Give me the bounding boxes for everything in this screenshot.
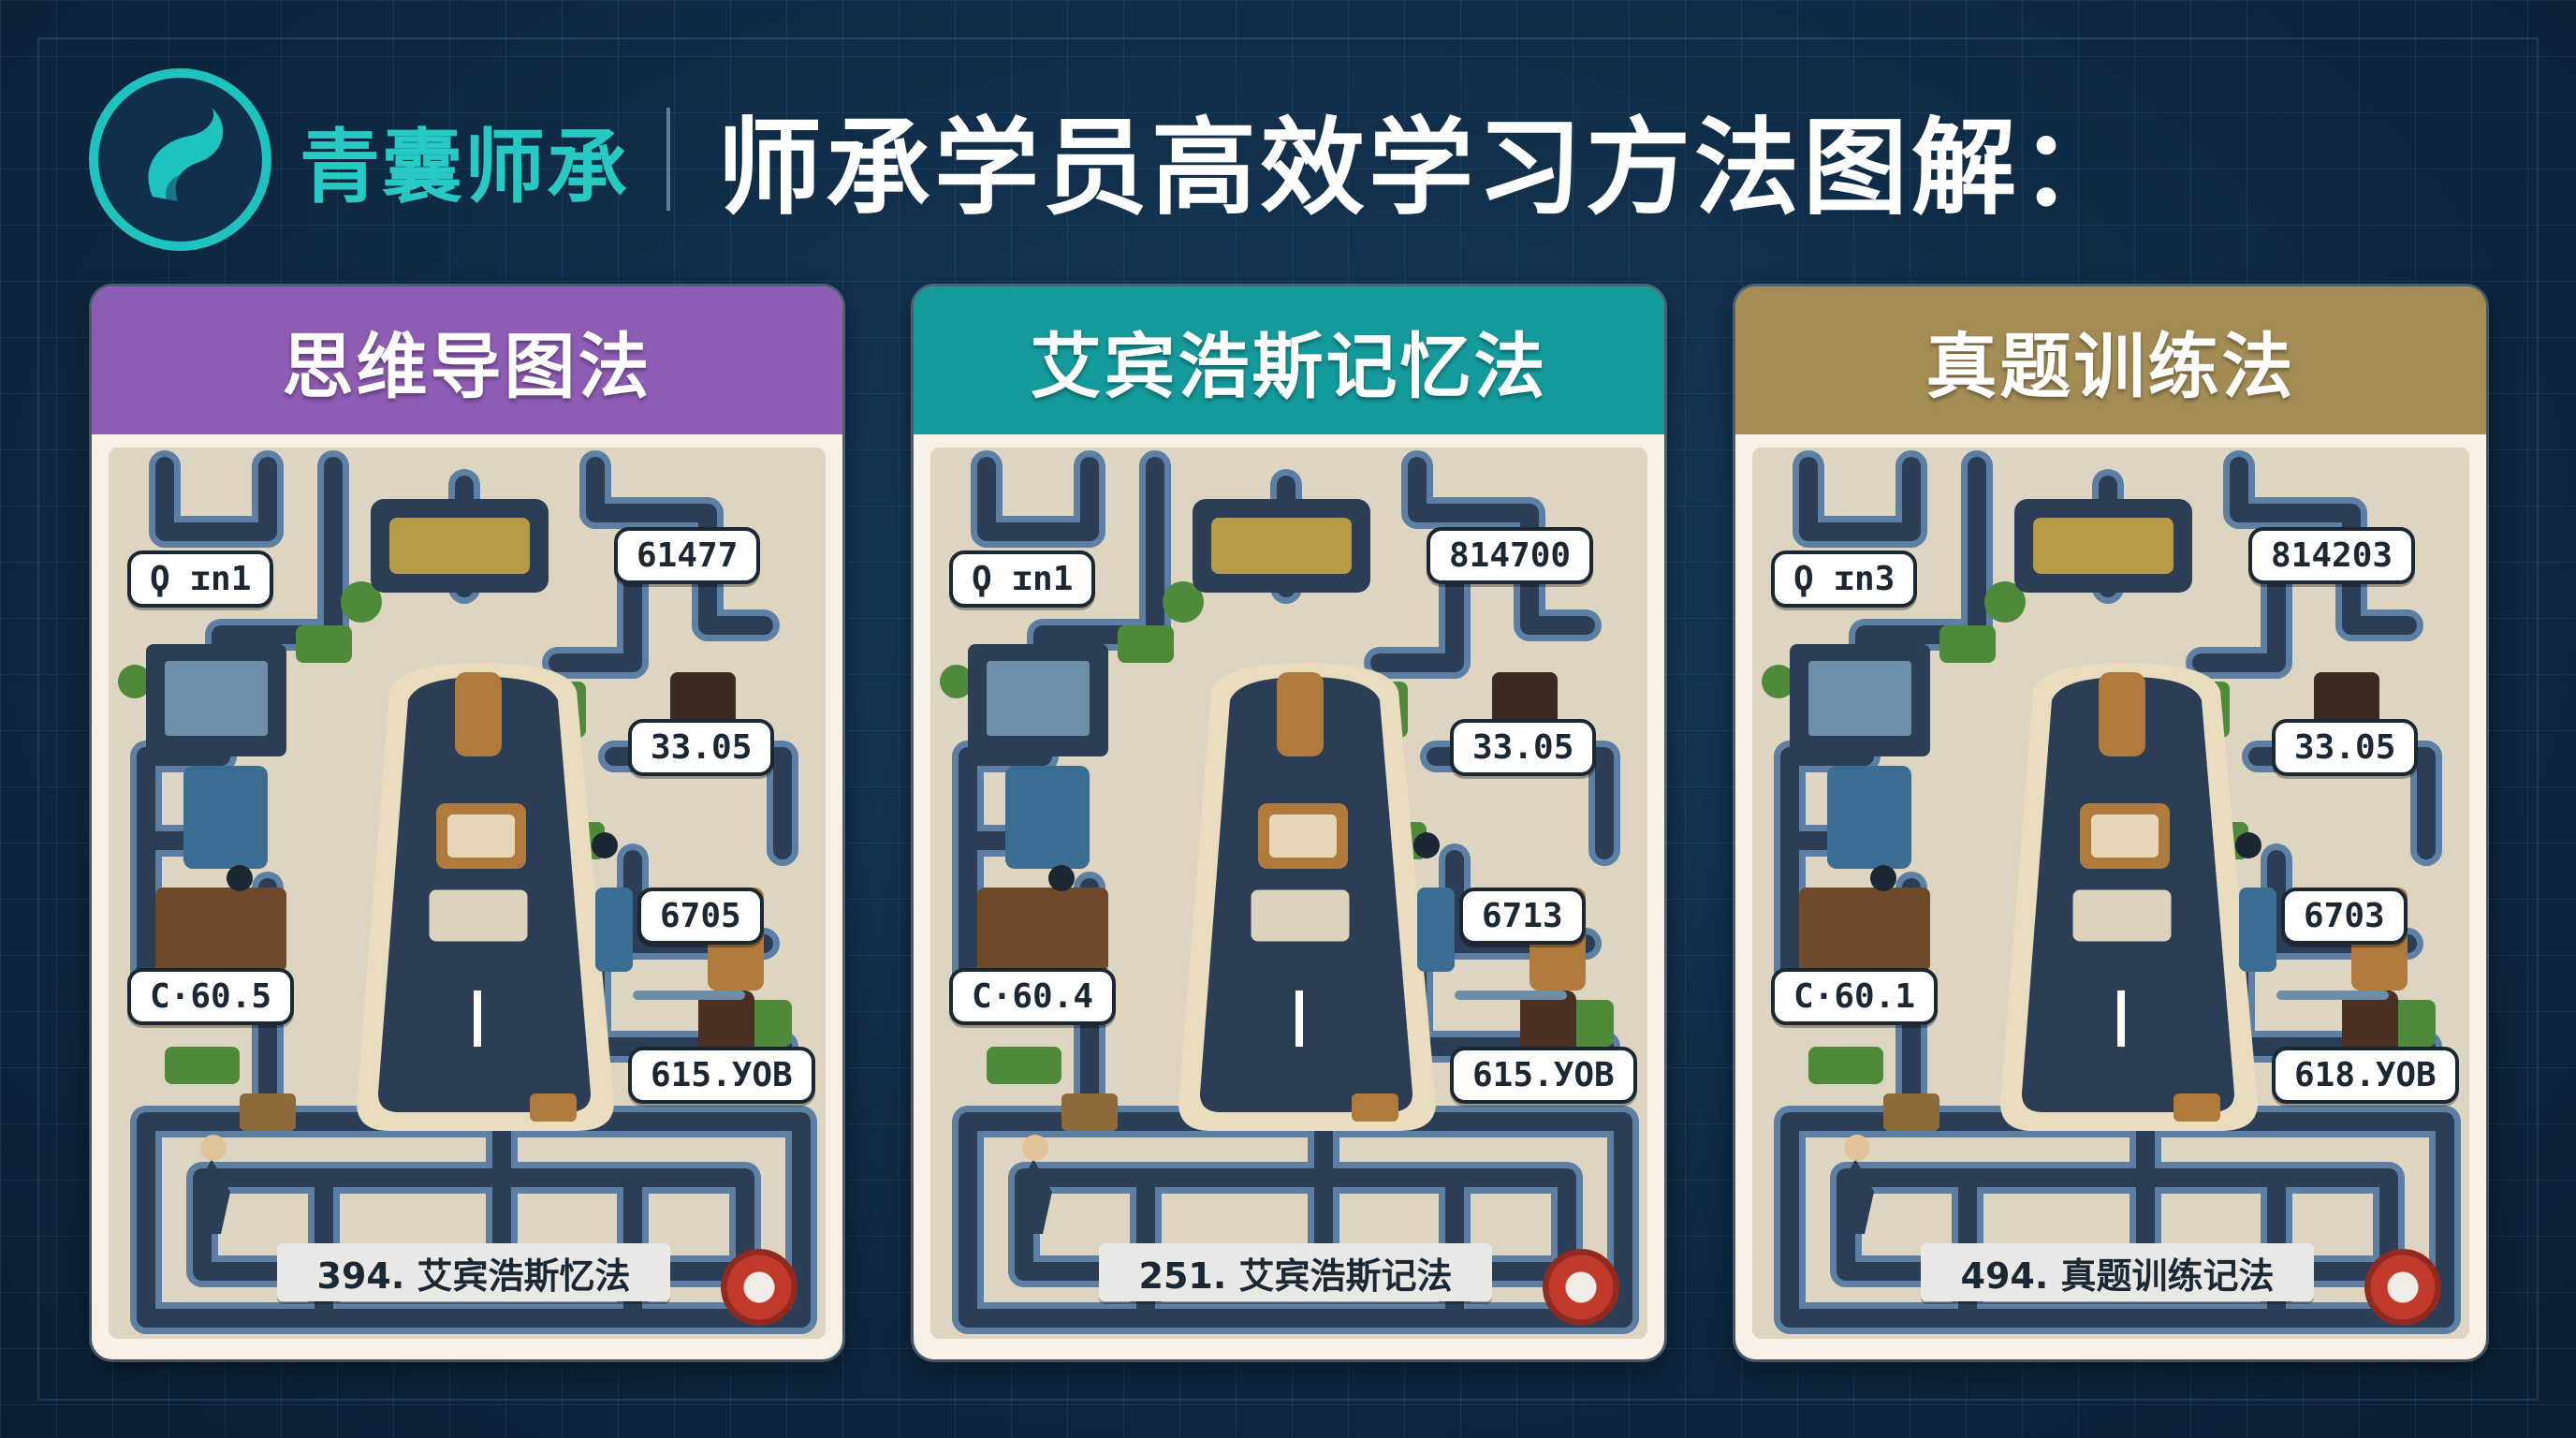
card-caption: 494. 真题训练记法 [1921, 1243, 2314, 1301]
method-card-mind-map: 思维导图法 [92, 286, 842, 1359]
brand-logo-icon [89, 67, 271, 251]
callout-label: 814203 [2248, 527, 2416, 584]
callout-label: С·60.1 [1771, 968, 1939, 1025]
map-illustration: Ϙ ɪn1 61477 33.05 6705 С·60.5 615.УОВ 39… [109, 448, 826, 1339]
maze-map-art [1752, 448, 2469, 1339]
callout-label: 33.05 [2272, 719, 2419, 776]
callout-label: 615.УОВ [1450, 1047, 1637, 1104]
callout-label: 814700 [1427, 527, 1594, 584]
method-card-past-exams: 真题训练法 [1735, 286, 2486, 1359]
callout-label: Ϙ ɪn3 [1771, 550, 1918, 608]
map-illustration: Ϙ ɪn3 814203 33.05 6703 С·60.1 618.УОВ 4… [1752, 448, 2469, 1339]
callout-label: 615.УОВ [628, 1047, 815, 1104]
card-heading: 思维导图法 [92, 286, 842, 434]
donut-badge-icon [721, 1249, 798, 1326]
callout-label: Ϙ ɪn1 [127, 550, 274, 608]
page-title: 师承学员高效学习方法图解： [717, 108, 2129, 229]
header-divider [666, 108, 670, 211]
card-heading: 真题训练法 [1735, 286, 2486, 434]
map-illustration: Ϙ ɪn1 814700 33.05 6713 С·60.4 615.УОВ 2… [930, 448, 1647, 1339]
callout-label: 33.05 [628, 719, 775, 776]
donut-badge-icon [2364, 1249, 2441, 1326]
callout-label: С·60.4 [949, 968, 1117, 1025]
card-caption: 251. 艾宾浩斯记法 [1099, 1243, 1492, 1301]
callout-label: 6705 [637, 888, 764, 945]
brand-name: 青囊师承 [300, 120, 629, 214]
callout-label: Ϙ ɪn1 [949, 550, 1096, 608]
callout-label: 61477 [614, 527, 761, 584]
callout-label: 6703 [2281, 888, 2408, 945]
donut-badge-icon [1543, 1249, 1619, 1326]
card-caption: 394. 艾宾浩斯忆法 [277, 1243, 670, 1301]
callout-label: 618.УОВ [2272, 1047, 2459, 1104]
maze-map-art [930, 448, 1647, 1339]
method-card-ebbinghaus: 艾宾浩斯记忆法 [914, 286, 1664, 1359]
callout-label: 33.05 [1450, 719, 1597, 776]
card-heading: 艾宾浩斯记忆法 [914, 286, 1664, 434]
callout-label: 6713 [1459, 888, 1586, 945]
header: 青囊师承 师承学员高效学习方法图解： [89, 66, 2129, 253]
callout-label: С·60.5 [127, 968, 295, 1025]
